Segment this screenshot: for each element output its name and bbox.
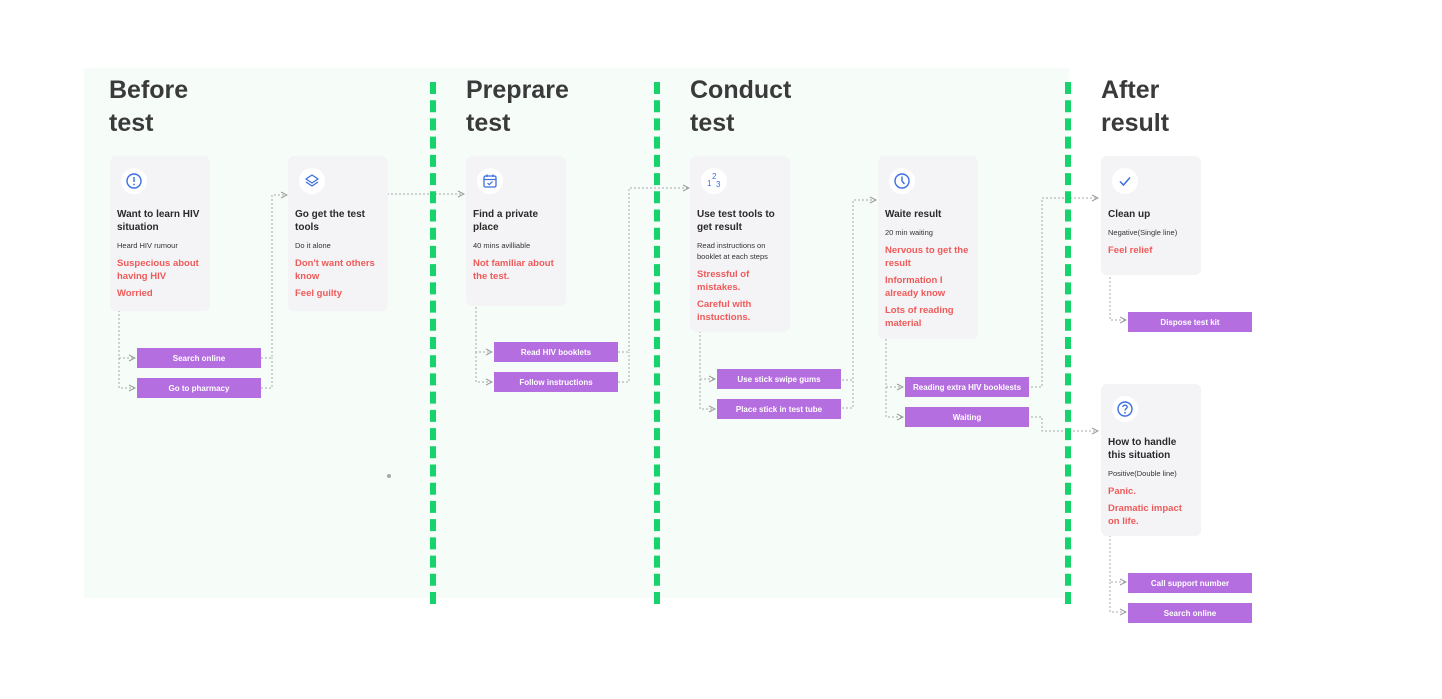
card-feeling: Worried xyxy=(117,288,153,299)
card-subtitle: Positive(Double line) xyxy=(1108,469,1177,478)
action-reading-extra-booklets[interactable]: Reading extra HIV booklests xyxy=(905,377,1029,397)
action-read-hiv-booklets[interactable]: Read HIV booklets xyxy=(494,342,618,362)
card-feeling: Information I already know xyxy=(885,275,946,299)
calendar-check-icon xyxy=(477,168,503,194)
phase-title-line2: test xyxy=(690,109,735,137)
card-feeling: Nervous to get the result xyxy=(885,245,969,269)
check-icon xyxy=(1112,168,1138,194)
phase-title-line2: result xyxy=(1101,109,1170,137)
card-title: How to handle this situation xyxy=(1108,437,1177,461)
phase-title-line2: test xyxy=(466,109,511,137)
card-title: Go get the test tools xyxy=(295,209,366,233)
card-feeling: Feel relief xyxy=(1108,245,1153,256)
card-title: Want to learn HIV situation xyxy=(117,209,200,233)
card-feeling: Not familiar about the test. xyxy=(473,258,554,282)
card-subtitle: 20 min waiting xyxy=(885,228,933,237)
card-feeling: Suspecious about having HIV xyxy=(117,258,199,282)
step-card-wait: Waite result 20 min waiting Nervous to g… xyxy=(878,156,978,339)
card-subtitle: 40 mins avilliable xyxy=(473,241,531,250)
step-card-handle: How to handle this situation Positive(Do… xyxy=(1101,384,1201,536)
card-title: Waite result xyxy=(885,209,942,220)
card-feeling: Feel guilty xyxy=(295,288,342,299)
phase-title-line2: test xyxy=(109,109,154,137)
card-feeling: Panic. xyxy=(1108,486,1136,497)
svg-text:3: 3 xyxy=(716,180,721,189)
card-title: Find a private place xyxy=(473,209,539,233)
action-follow-instructions[interactable]: Follow instructions xyxy=(494,372,618,392)
card-title: Use test tools to get result xyxy=(697,209,775,233)
phase-title-line1: Preprare xyxy=(466,76,569,104)
step-card-clean: Clean up Negative(Single line) Feel reli… xyxy=(1101,156,1201,275)
svg-text:2: 2 xyxy=(712,172,717,181)
phase-title-before-test: Before test xyxy=(109,74,259,140)
phase-title-after-result: After result xyxy=(1101,74,1251,140)
action-go-to-pharmacy[interactable]: Go to pharmacy xyxy=(137,378,261,398)
card-subtitle: Read instructions on booklet at each ste… xyxy=(697,241,768,261)
phase-divider-2 xyxy=(654,82,660,604)
card-feeling: Don't want others know xyxy=(295,258,375,282)
card-feeling: Careful with instuctions. xyxy=(697,299,752,323)
svg-text:1: 1 xyxy=(707,179,712,188)
step-card-place: Find a private place 40 mins avilliable … xyxy=(466,156,566,306)
phase-title-prepare-test: Preprare test xyxy=(466,74,616,140)
action-place-stick-in-test-tube[interactable]: Place stick in test tube xyxy=(717,399,841,419)
layers-icon xyxy=(299,168,325,194)
card-title: Clean up xyxy=(1108,209,1151,220)
action-search-online[interactable]: Search online xyxy=(137,348,261,368)
card-subtitle: Negative(Single line) xyxy=(1108,228,1178,237)
action-dispose-test-kit[interactable]: Dispose test kit xyxy=(1128,312,1252,332)
card-feeling: Lots of reading material xyxy=(885,305,954,329)
action-search-online-2[interactable]: Search online xyxy=(1128,603,1252,623)
phase-title-line1: After xyxy=(1101,76,1160,104)
step-card-learn: Want to learn HIV situation Heard HIV ru… xyxy=(110,156,210,311)
phase-title-line1: Conduct xyxy=(690,76,792,104)
clock-icon xyxy=(889,168,915,194)
card-subtitle: Heard HIV rumour xyxy=(117,241,178,250)
action-use-stick-swipe-gums[interactable]: Use stick swipe gums xyxy=(717,369,841,389)
phase-divider-3 xyxy=(1065,82,1071,604)
question-icon xyxy=(1112,396,1138,422)
action-waiting[interactable]: Waiting xyxy=(905,407,1029,427)
phase-title-line1: Before xyxy=(109,76,189,104)
card-subtitle: Do it alone xyxy=(295,241,331,250)
phase-title-conduct-test: Conduct test xyxy=(690,74,840,140)
exclamation-icon xyxy=(121,168,147,194)
card-feeling: Stressful of mistakes. xyxy=(697,269,750,293)
phase-divider-1 xyxy=(430,82,436,604)
action-call-support-number[interactable]: Call support number xyxy=(1128,573,1252,593)
card-feeling: Dramatic impact on life. xyxy=(1108,503,1182,527)
step-card-tools: Go get the test tools Do it alone Don't … xyxy=(288,156,388,311)
